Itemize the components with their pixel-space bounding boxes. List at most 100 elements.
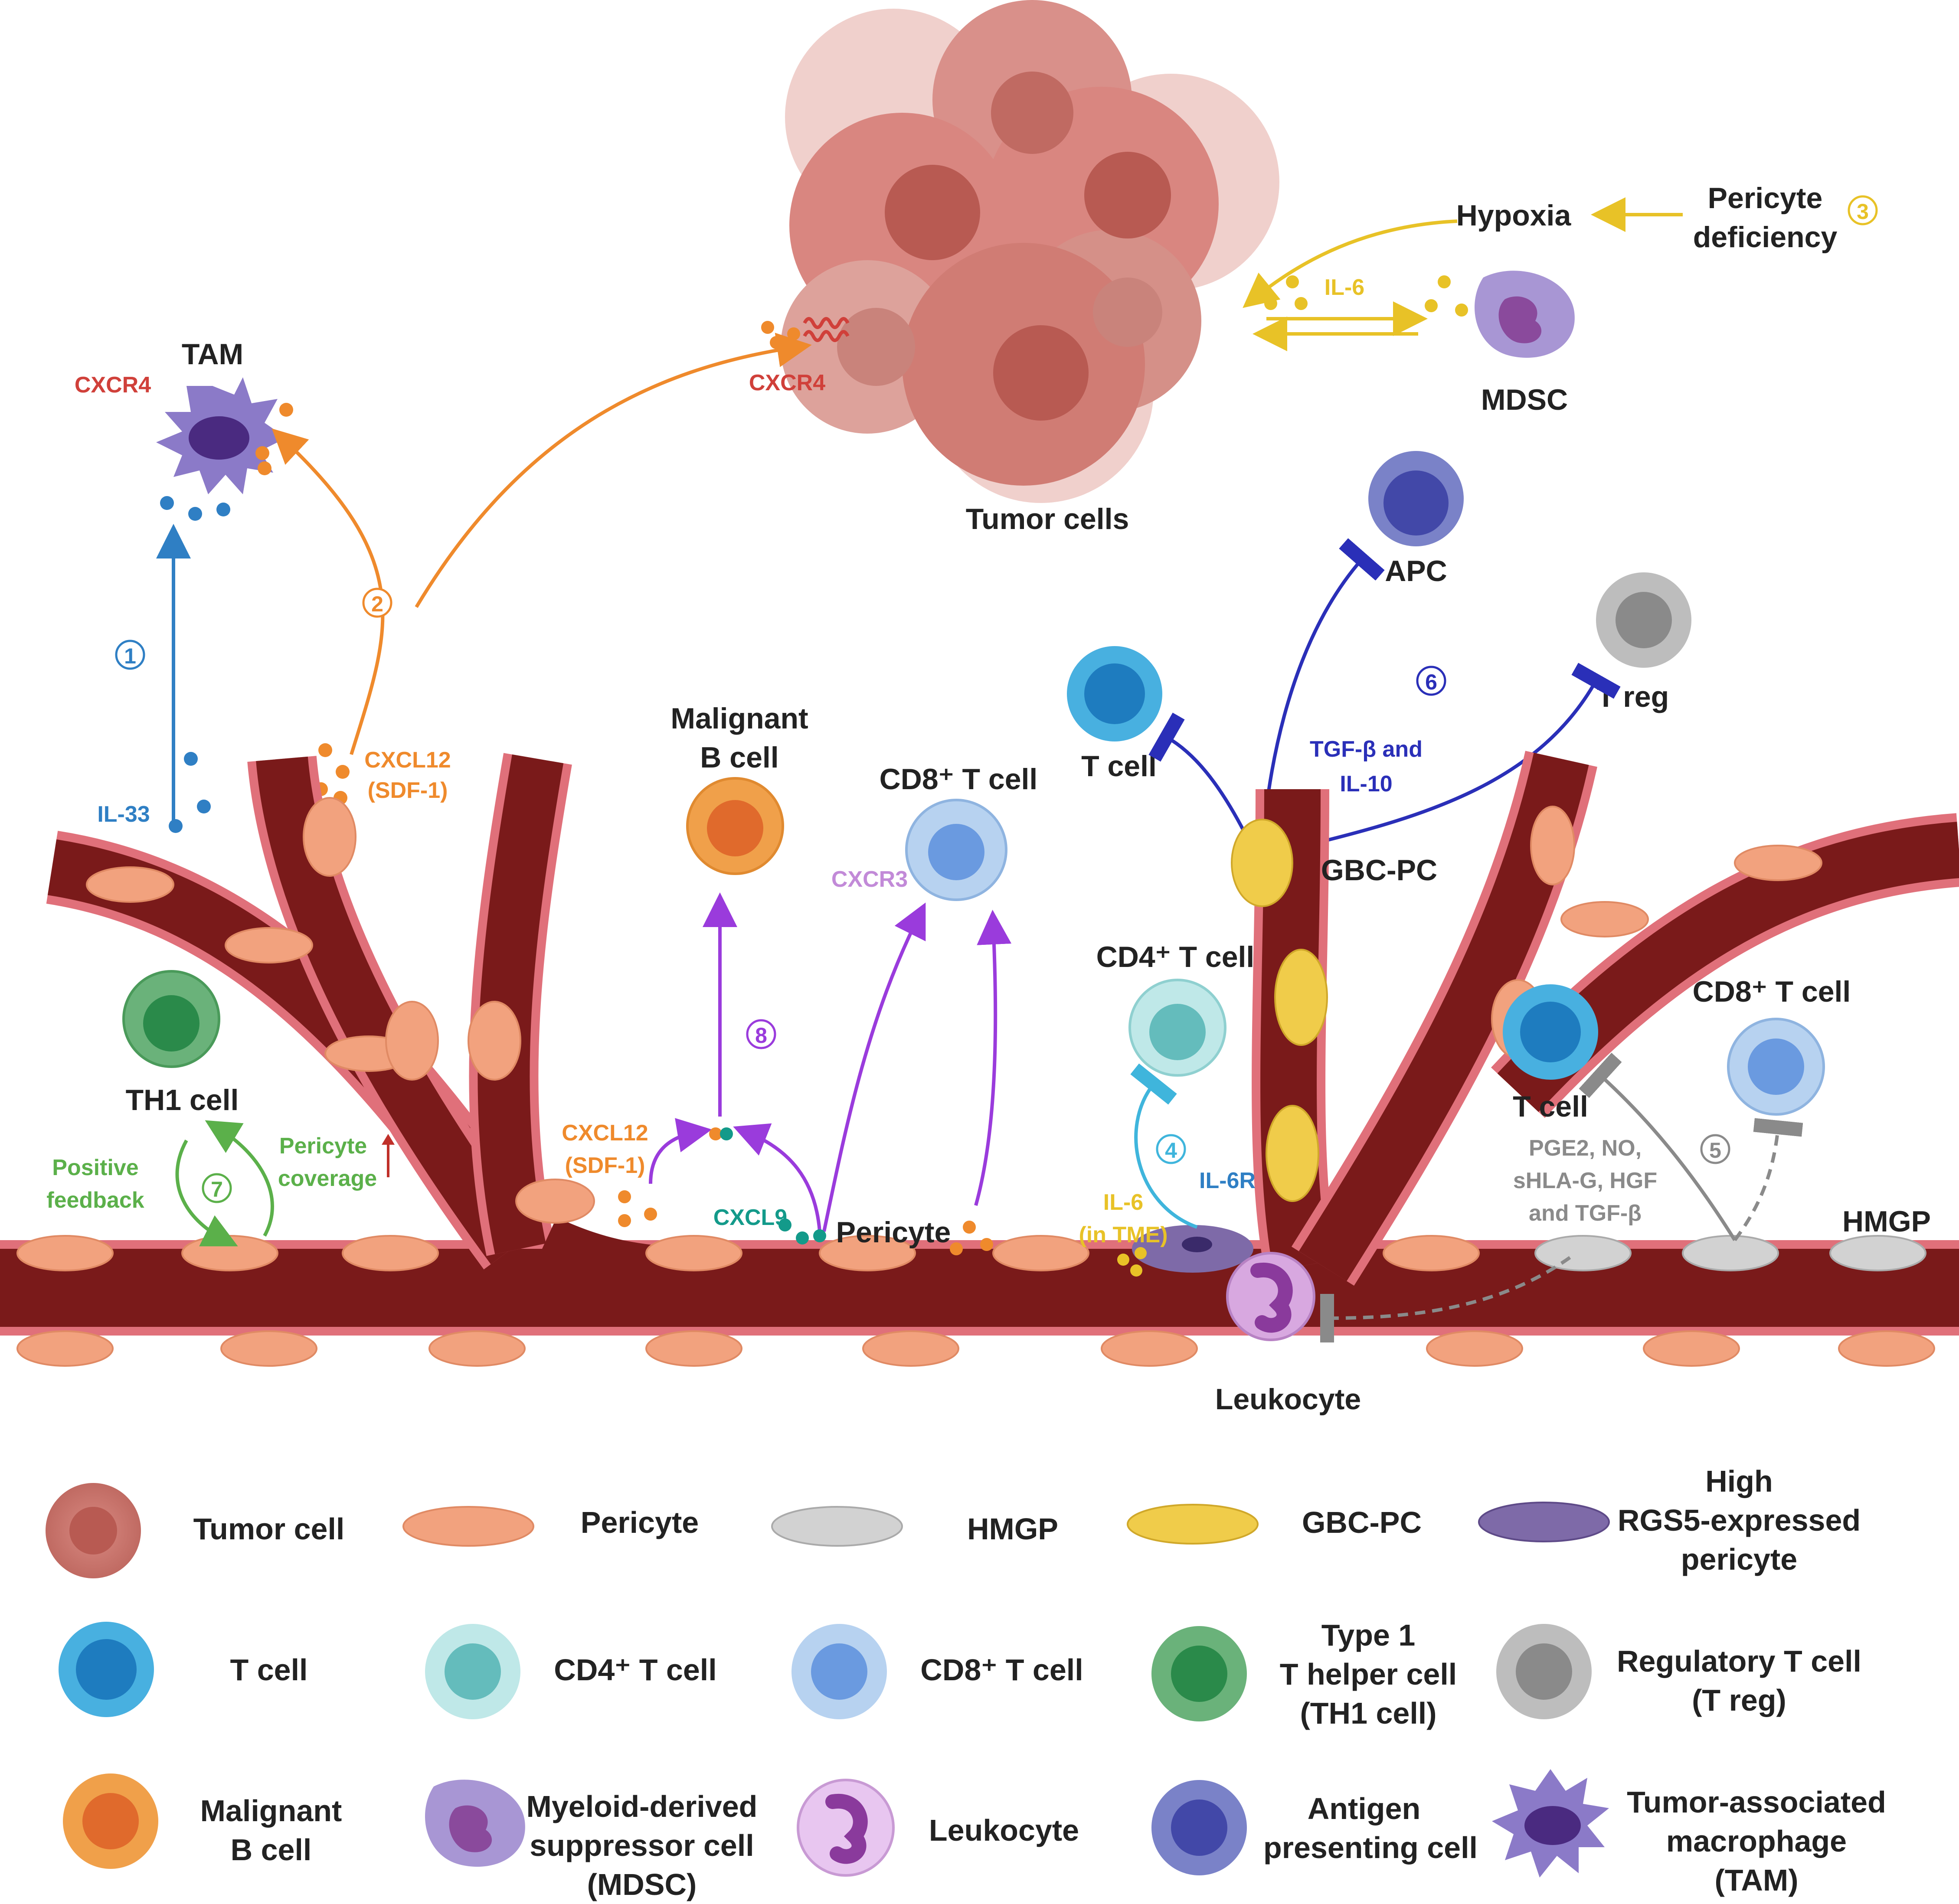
step5-inhibit-tcell: [1579, 1052, 1737, 1241]
leukocyte-label: Leukocyte: [1215, 1383, 1361, 1416]
apc-cell: [1368, 451, 1464, 546]
hmgp-label: HMGP: [1842, 1205, 1931, 1238]
legend-th1-label-2: T helper cell: [1280, 1657, 1457, 1691]
cxcl12-label-a-2: (SDF-1): [368, 778, 448, 803]
step7-arrow-feedback: [175, 1140, 238, 1247]
cd8-t-cell-right: [1727, 1018, 1825, 1116]
cxcl9-label: CXCL9: [713, 1205, 787, 1230]
legend-pericyte-label: Pericyte: [581, 1506, 699, 1539]
legend-rgs5-icon: [1478, 1502, 1610, 1542]
pericyte-deficiency-label-1: Pericyte: [1708, 182, 1823, 215]
hypoxia-label: Hypoxia: [1456, 199, 1572, 232]
pge2-label-1: PGE2, NO,: [1529, 1136, 1642, 1161]
pericyte-coverage-label-1: Pericyte: [279, 1133, 367, 1159]
t-cell-top-label: T cell: [1081, 750, 1157, 783]
t-cell-right: [1503, 984, 1598, 1080]
legend-rgs5-label-2: RGS5-expressed: [1618, 1503, 1861, 1537]
step7-arrow-coverage: [205, 1120, 274, 1237]
gbc-pc-label: GBC-PC: [1321, 854, 1437, 887]
step6-inhibit-tcell: [1148, 712, 1251, 842]
malignant-b-label-2: B cell: [700, 741, 778, 774]
legend-cd4-label: CD4⁺ T cell: [554, 1653, 716, 1687]
il6-top-label: IL-6: [1325, 275, 1364, 300]
tam-label: TAM: [182, 338, 243, 371]
pericyte-coverage-label-2: coverage: [278, 1166, 377, 1191]
cxcr4-tumor-label: CXCR4: [749, 370, 825, 395]
cd8-t-cell-mid: [905, 799, 1007, 901]
step3-badge: 3: [1857, 199, 1869, 224]
il6r-label: IL-6R: [1199, 1168, 1256, 1193]
tgfb-label-2: IL-10: [1340, 771, 1392, 797]
cxcr4-receptor-tumor: [803, 317, 850, 342]
malignant-b-label-1: Malignant: [670, 702, 808, 735]
legend-rgs5-label-1: High: [1705, 1464, 1773, 1498]
treg-label: T reg: [1597, 680, 1669, 713]
step6-badge: 6: [1425, 670, 1437, 694]
step5-badge: 5: [1709, 1138, 1721, 1163]
rgs5-pericyte: [1132, 1225, 1253, 1273]
step8-arrow-cd8-a: [822, 902, 926, 1232]
legend-leukocyte-label: Leukocyte: [929, 1813, 1079, 1847]
legend-gbcpc-icon: [1127, 1504, 1259, 1545]
legend-treg-label-1: Regulatory T cell: [1617, 1644, 1861, 1678]
cd8-mid-label: CD8⁺ T cell: [880, 763, 1038, 796]
cxcl12-label-b-1: CXCL12: [562, 1120, 648, 1146]
legend-malig-label-1: Malignant: [200, 1794, 342, 1828]
legend-apc-label-1: Antigen: [1308, 1792, 1421, 1826]
step5-inhibit-cd8: [1733, 1118, 1803, 1241]
legend-gbcpc-label: GBC-PC: [1302, 1506, 1422, 1539]
leukocyte-cell: [1226, 1252, 1315, 1341]
legend-tam-label-1: Tumor-associated: [1627, 1785, 1886, 1819]
t-cell-right-label: T cell: [1513, 1090, 1588, 1123]
legend-cd8-label: CD8⁺ T cell: [920, 1653, 1083, 1687]
cxcr4-tam-label: CXCR4: [75, 372, 151, 398]
legend: Tumor cell Pericyte HMGP GBC-PC High RGS…: [46, 1464, 1886, 1901]
legend-th1-label-3: (TH1 cell): [1300, 1696, 1436, 1730]
step2-badge: 2: [371, 592, 383, 616]
positive-feedback-label-2: feedback: [46, 1188, 144, 1213]
pericyte-label: Pericyte: [836, 1216, 951, 1249]
legend-rgs5-label-3: pericyte: [1681, 1542, 1797, 1576]
step1-badge: 1: [124, 644, 136, 668]
legend-mdsc-label-3: (MDSC): [587, 1868, 697, 1901]
pericyte-deficiency-label-2: deficiency: [1693, 221, 1838, 254]
legend-apc-label-2: presenting cell: [1263, 1831, 1478, 1865]
hmgp-cells: [1534, 1235, 1926, 1271]
legend-mdsc-label-2: suppressor cell: [530, 1829, 754, 1862]
step7-badge: 7: [211, 1177, 223, 1202]
positive-feedback-label-1: Positive: [52, 1155, 138, 1180]
legend-malig-label-2: B cell: [231, 1833, 312, 1867]
step2-arrow-tumor: [415, 333, 812, 608]
tumor-cells-label: Tumor cells: [966, 503, 1129, 536]
step3-arrow-hypoxia: [1243, 219, 1458, 308]
th1-cell: [122, 970, 220, 1068]
tam-cell: [156, 377, 286, 494]
pge2-label-3: and TGF-β: [1529, 1201, 1642, 1226]
legend-th1-label-1: Type 1: [1321, 1618, 1416, 1652]
legend-treg-label-2: (T reg): [1692, 1683, 1786, 1717]
legend-tcell-label: T cell: [230, 1653, 308, 1687]
cxcl12-label-a-1: CXCL12: [364, 748, 451, 773]
legend-tam-label-2: macrophage: [1666, 1824, 1847, 1858]
legend-mdsc-label-1: Myeloid-derived: [527, 1790, 758, 1823]
mdsc-cell: [1475, 271, 1575, 358]
legend-leukocyte-icon: [797, 1779, 895, 1877]
legend-pericyte-icon: [402, 1506, 534, 1547]
tgfb-label-1: TGF-β and: [1310, 737, 1423, 762]
tumor-cells-cluster: [761, 0, 1279, 503]
t-cell-top: [1067, 646, 1162, 741]
step6-inhibit-treg: [1305, 663, 1621, 847]
legend-hmgp-label: HMGP: [967, 1512, 1058, 1546]
treg-cell: [1596, 572, 1691, 668]
step8-arrow-cxcl9: [733, 1123, 821, 1232]
step4-inhibit-cd4: [1130, 1063, 1198, 1229]
il33-label: IL-33: [97, 802, 150, 827]
cd4-t-cell-label: CD4⁺ T cell: [1096, 941, 1255, 973]
mdsc-label: MDSC: [1481, 383, 1568, 416]
legend-tam-label-3: (TAM): [1714, 1863, 1798, 1897]
malignant-b-cell: [686, 777, 784, 875]
cxcl12-label-b-2: (SDF-1): [565, 1153, 645, 1178]
cd8-right-label: CD8⁺ T cell: [1693, 975, 1851, 1008]
gbc-pc-cells: [1231, 819, 1328, 1202]
